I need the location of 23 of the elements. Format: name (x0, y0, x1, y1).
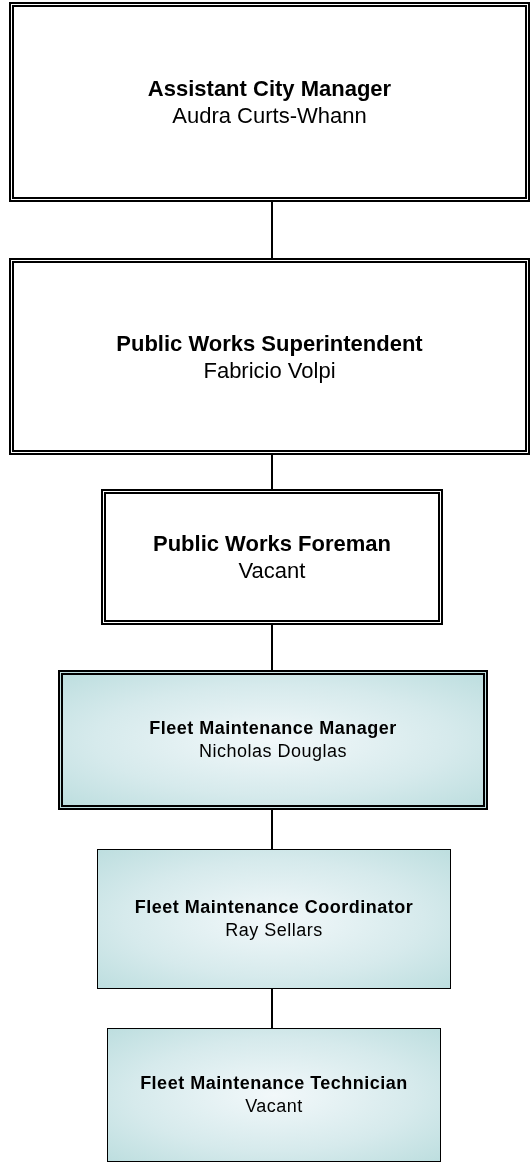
position-box (107, 1028, 441, 1162)
job-title: Assistant City Manager (147, 75, 392, 102)
position-box (97, 849, 451, 989)
person-name: Ray Sellars (225, 919, 323, 942)
position-box (101, 489, 443, 625)
connector-line (271, 988, 273, 1029)
job-title: Fleet Maintenance Coordinator (134, 896, 414, 919)
job-title: Fleet Maintenance Manager (149, 717, 397, 740)
position-box (9, 258, 530, 455)
person-name: Vacant (238, 557, 306, 584)
connector-line (271, 201, 273, 259)
job-title: Public Works Superintendent (116, 329, 423, 357)
job-title: Fleet Maintenance Technician (140, 1072, 408, 1095)
job-title: Public Works Foreman (153, 530, 391, 557)
position-box (9, 2, 530, 202)
connector-line (271, 454, 273, 490)
person-name: Audra Curts-Whann (172, 102, 367, 129)
connector-line (271, 809, 273, 850)
connector-line (271, 624, 273, 671)
person-name: Fabricio Volpi (203, 356, 336, 384)
position-box (58, 670, 488, 810)
person-name: Nicholas Douglas (198, 740, 348, 763)
person-name: Vacant (245, 1095, 303, 1118)
